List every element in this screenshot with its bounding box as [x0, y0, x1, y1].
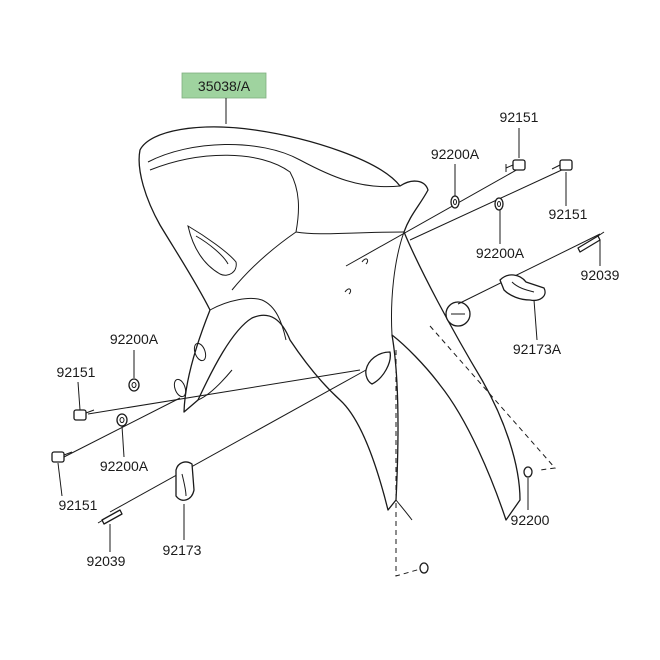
- bolt-top-right[interactable]: [505, 159, 526, 172]
- pin-left[interactable]: [97, 509, 123, 525]
- label-clamp-right[interactable]: 92173A: [513, 341, 562, 357]
- label-washer-top-left[interactable]: 92200A: [431, 146, 480, 162]
- washer-right[interactable]: [494, 197, 504, 211]
- label-bolt-left-lower[interactable]: 92151: [59, 497, 98, 513]
- label-washer-right[interactable]: 92200A: [476, 245, 525, 261]
- clamp-left[interactable]: [175, 461, 195, 501]
- label-clamp-left[interactable]: 92173: [163, 542, 202, 558]
- label-pin-left[interactable]: 92039: [87, 553, 126, 569]
- fender-label-highlight: [181, 72, 267, 99]
- label-bolt-left-upper[interactable]: 92151: [57, 364, 96, 380]
- bolt-left-lower[interactable]: [51, 451, 73, 463]
- nut-bottom-right[interactable]: [523, 466, 533, 478]
- clamp-right[interactable]: [499, 274, 546, 302]
- bolt-right[interactable]: [551, 159, 573, 171]
- washer-left-lower[interactable]: [116, 413, 128, 427]
- washer-top-left[interactable]: [450, 195, 460, 209]
- fender-label[interactable]: 35038/A: [198, 78, 251, 94]
- bolt-left-upper[interactable]: [73, 409, 95, 421]
- label-bolt-right[interactable]: 92151: [549, 206, 588, 222]
- front-fender[interactable]: [138, 126, 521, 521]
- nut-bottom: [419, 562, 429, 574]
- washer-left-upper[interactable]: [128, 378, 140, 392]
- label-washer-left-upper[interactable]: 92200A: [110, 331, 159, 347]
- label-nut-bottom-right[interactable]: 92200: [511, 512, 550, 528]
- label-pin-right[interactable]: 92039: [581, 267, 620, 283]
- label-bolt-top-right[interactable]: 92151: [500, 109, 539, 125]
- label-washer-left-lower[interactable]: 92200A: [100, 458, 149, 474]
